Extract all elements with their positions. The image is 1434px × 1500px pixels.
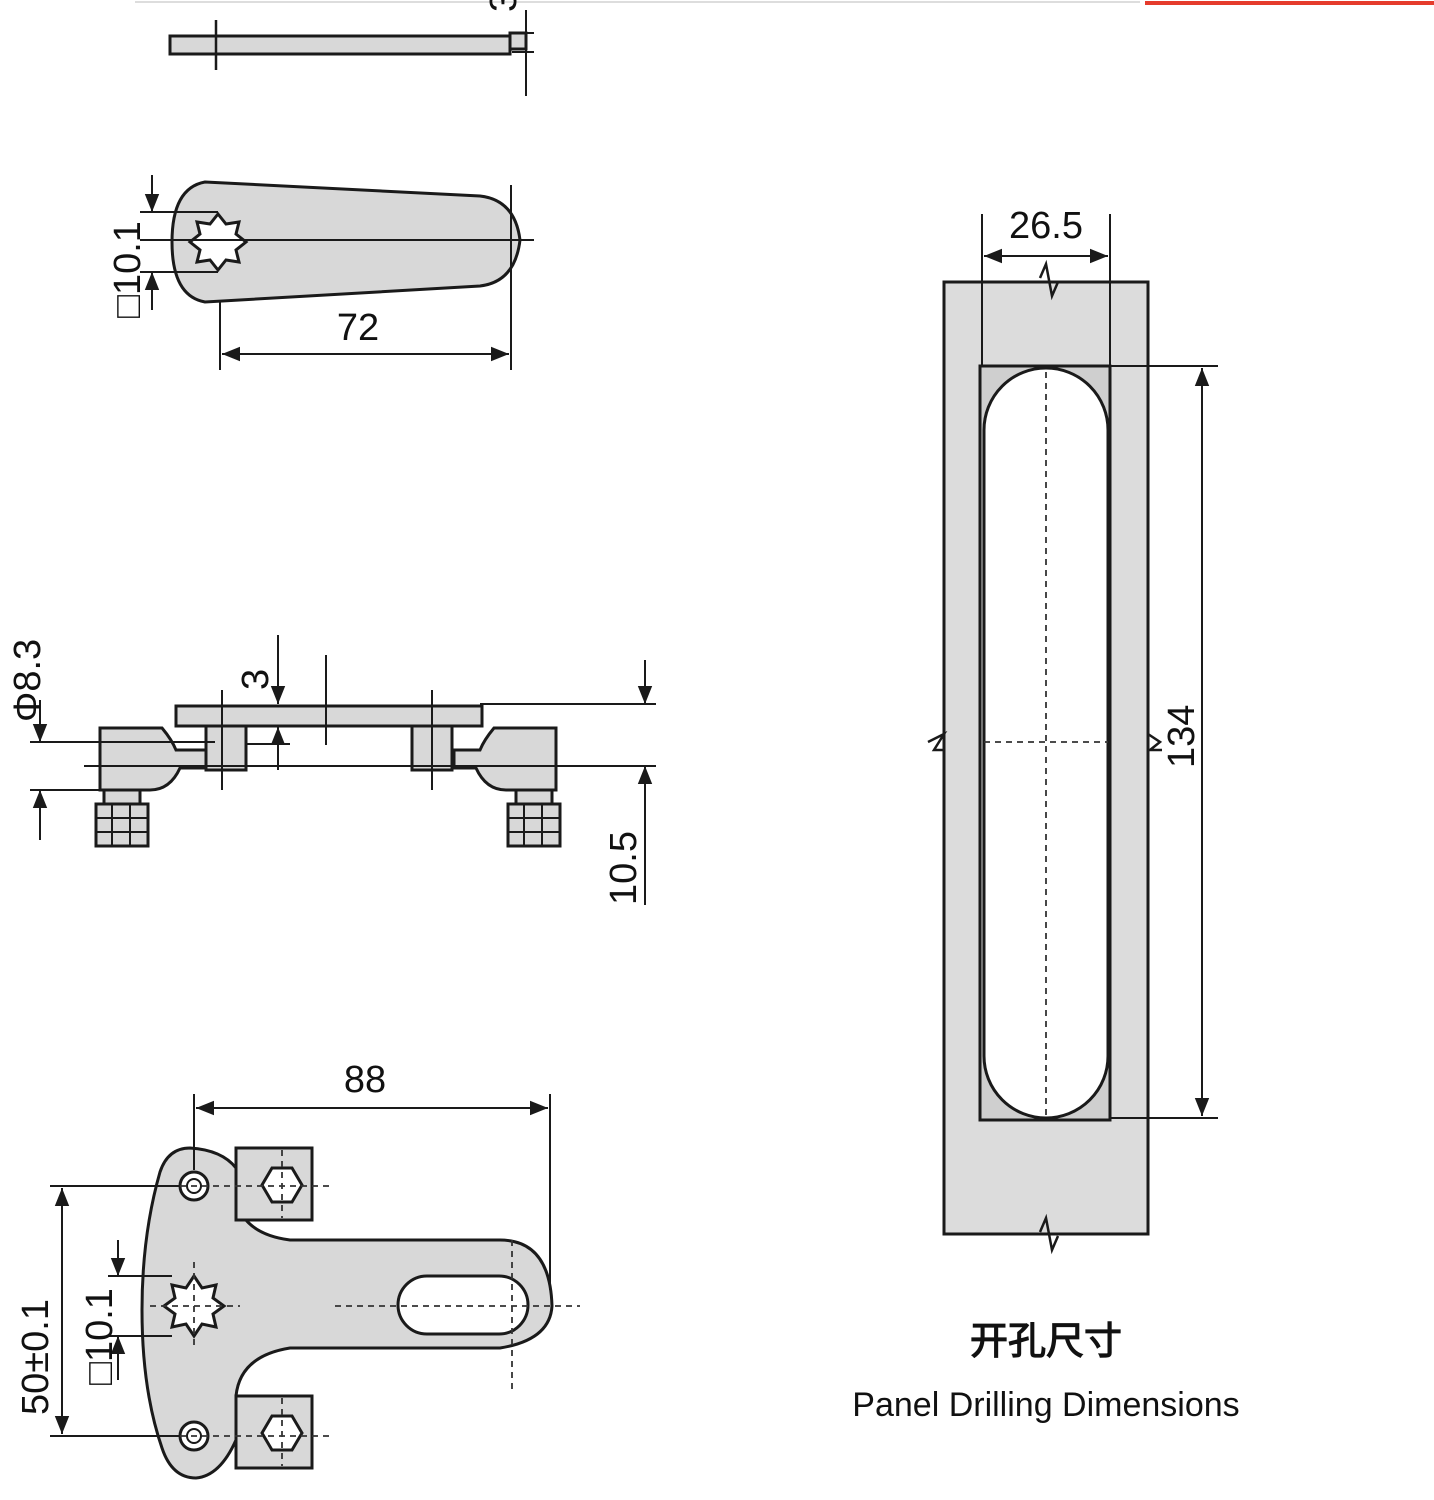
side-view: Φ8.3 3 10.5 <box>7 635 656 905</box>
cam-width-label: 72 <box>337 307 379 349</box>
latch-bottom-view: 88 50±0.1 □10.1 <box>15 1059 580 1480</box>
latch-spacing-label: 50±0.1 <box>15 1299 57 1415</box>
drilling-height-label: 134 <box>1161 705 1203 768</box>
star-hole-icon <box>187 211 249 273</box>
cam-view: 72 □10.1 <box>107 175 534 370</box>
latch-square-label: □10.1 <box>79 1288 121 1385</box>
drilling-cutout <box>982 366 1110 1120</box>
panel-drilling-view: 26.5 134 开孔尺寸 Panel Drilling Dimensions <box>852 205 1239 1424</box>
side-diameter-label: Φ8.3 <box>7 639 49 722</box>
latch-width-label: 88 <box>344 1059 386 1101</box>
side-height-label: 10.5 <box>603 831 645 905</box>
slot-cutout <box>396 1274 530 1336</box>
drilling-width-label: 26.5 <box>1009 205 1083 247</box>
drilling-caption-chinese: 开孔尺寸 <box>970 1319 1122 1363</box>
side-thickness-label: 3 <box>235 669 277 690</box>
cam-square-label: □10.1 <box>107 221 149 318</box>
drilling-caption-english: Panel Drilling Dimensions <box>852 1386 1239 1424</box>
page-top-border <box>135 1 1434 5</box>
top-plate-view: 3 <box>168 0 534 96</box>
top-plate-thickness-label: 3 <box>483 0 525 12</box>
